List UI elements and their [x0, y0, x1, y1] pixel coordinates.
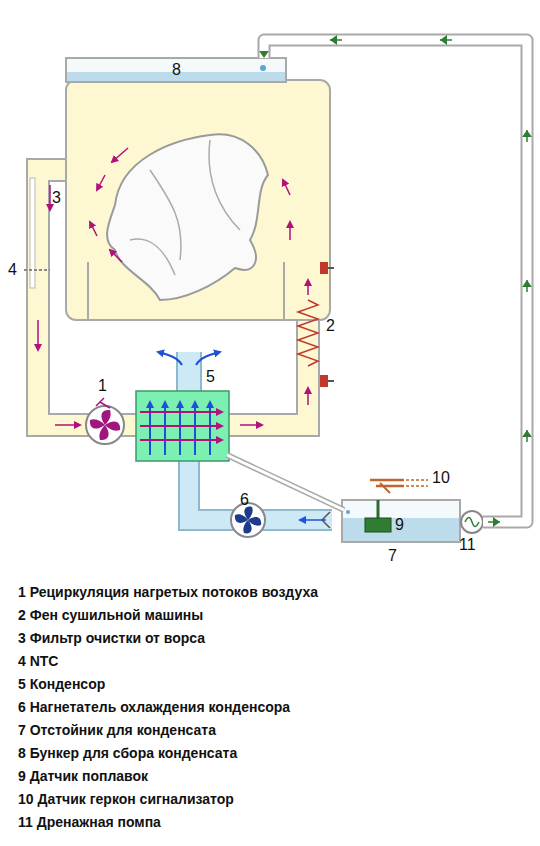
cooling-duct	[178, 352, 200, 391]
callout-number: 7	[388, 548, 397, 564]
callout-number: 9	[395, 517, 404, 533]
heater-coil	[298, 300, 318, 366]
heater-terminal	[320, 375, 328, 387]
callout-number: 4	[8, 262, 17, 278]
laundry-folds	[130, 140, 240, 275]
condenser-cooling-arrows	[150, 402, 210, 455]
key-line: 3 Фильтр очистки от ворса	[18, 631, 205, 646]
condensate-bunker	[66, 58, 286, 82]
callout-number: 10	[432, 470, 450, 486]
condenser	[136, 391, 229, 461]
key-line: 6 Нагнетатель охлаждения конденсора	[18, 700, 290, 715]
reed-sensor	[370, 480, 428, 493]
cooling-arrow	[300, 519, 326, 521]
key-line: 5 Конденсор	[18, 677, 105, 692]
exhaust-arrows	[158, 352, 220, 365]
bunker-node: 8	[66, 58, 286, 82]
condenser-node: 5	[136, 391, 229, 461]
drain-pump	[461, 511, 483, 533]
sump-node: 79	[342, 500, 460, 542]
lint-filter	[30, 178, 35, 288]
cooling-duct-outline	[176, 352, 202, 391]
key-line: 10 Датчик геркон сигнализатор	[18, 792, 234, 807]
callout-number: 11	[459, 537, 476, 553]
condensate-sump	[342, 500, 460, 542]
pump-symbol	[465, 518, 479, 527]
drop	[346, 510, 350, 514]
key-line: 7 Отстойник для конденсата	[18, 723, 216, 738]
key-line: 8 Бункер для сбора конденсата	[18, 746, 237, 761]
float-stem	[377, 500, 380, 518]
callout-number: 5	[206, 369, 215, 385]
fan-mark	[96, 398, 110, 408]
laundry	[107, 134, 268, 300]
callout-number: 8	[172, 62, 181, 78]
cooling-fan	[231, 503, 265, 537]
key-line: 11 Дренажная помпа	[18, 815, 161, 830]
key-line: 2 Фен сушильной машины	[18, 608, 203, 623]
recirculation-fan	[86, 406, 124, 444]
heater-terminal	[320, 262, 328, 274]
cooling-fan-blades	[235, 507, 261, 534]
key-line: 1 Рециркуляция нагретых потоков воздуха	[18, 585, 318, 600]
drum-chamber	[66, 80, 330, 320]
pump-node: 11	[461, 511, 483, 533]
sump-water	[343, 518, 459, 541]
drop	[260, 65, 266, 71]
pipe-connector	[259, 35, 532, 527]
callout-number: 3	[52, 190, 61, 206]
callout-number: 6	[240, 492, 249, 508]
fan-blades	[90, 410, 120, 440]
condenser-air-arrows	[140, 412, 222, 440]
float-node: 9	[365, 518, 391, 532]
key-line: 4 NTC	[18, 654, 58, 669]
callout-number: 2	[326, 318, 335, 334]
key-line: 9 Датчик поплавок	[18, 769, 148, 784]
callout-number: 1	[98, 378, 107, 394]
airflow-arrows	[38, 148, 308, 425]
float	[365, 518, 391, 532]
ntc-sensor	[24, 269, 50, 271]
pipe-connector	[227, 455, 344, 510]
